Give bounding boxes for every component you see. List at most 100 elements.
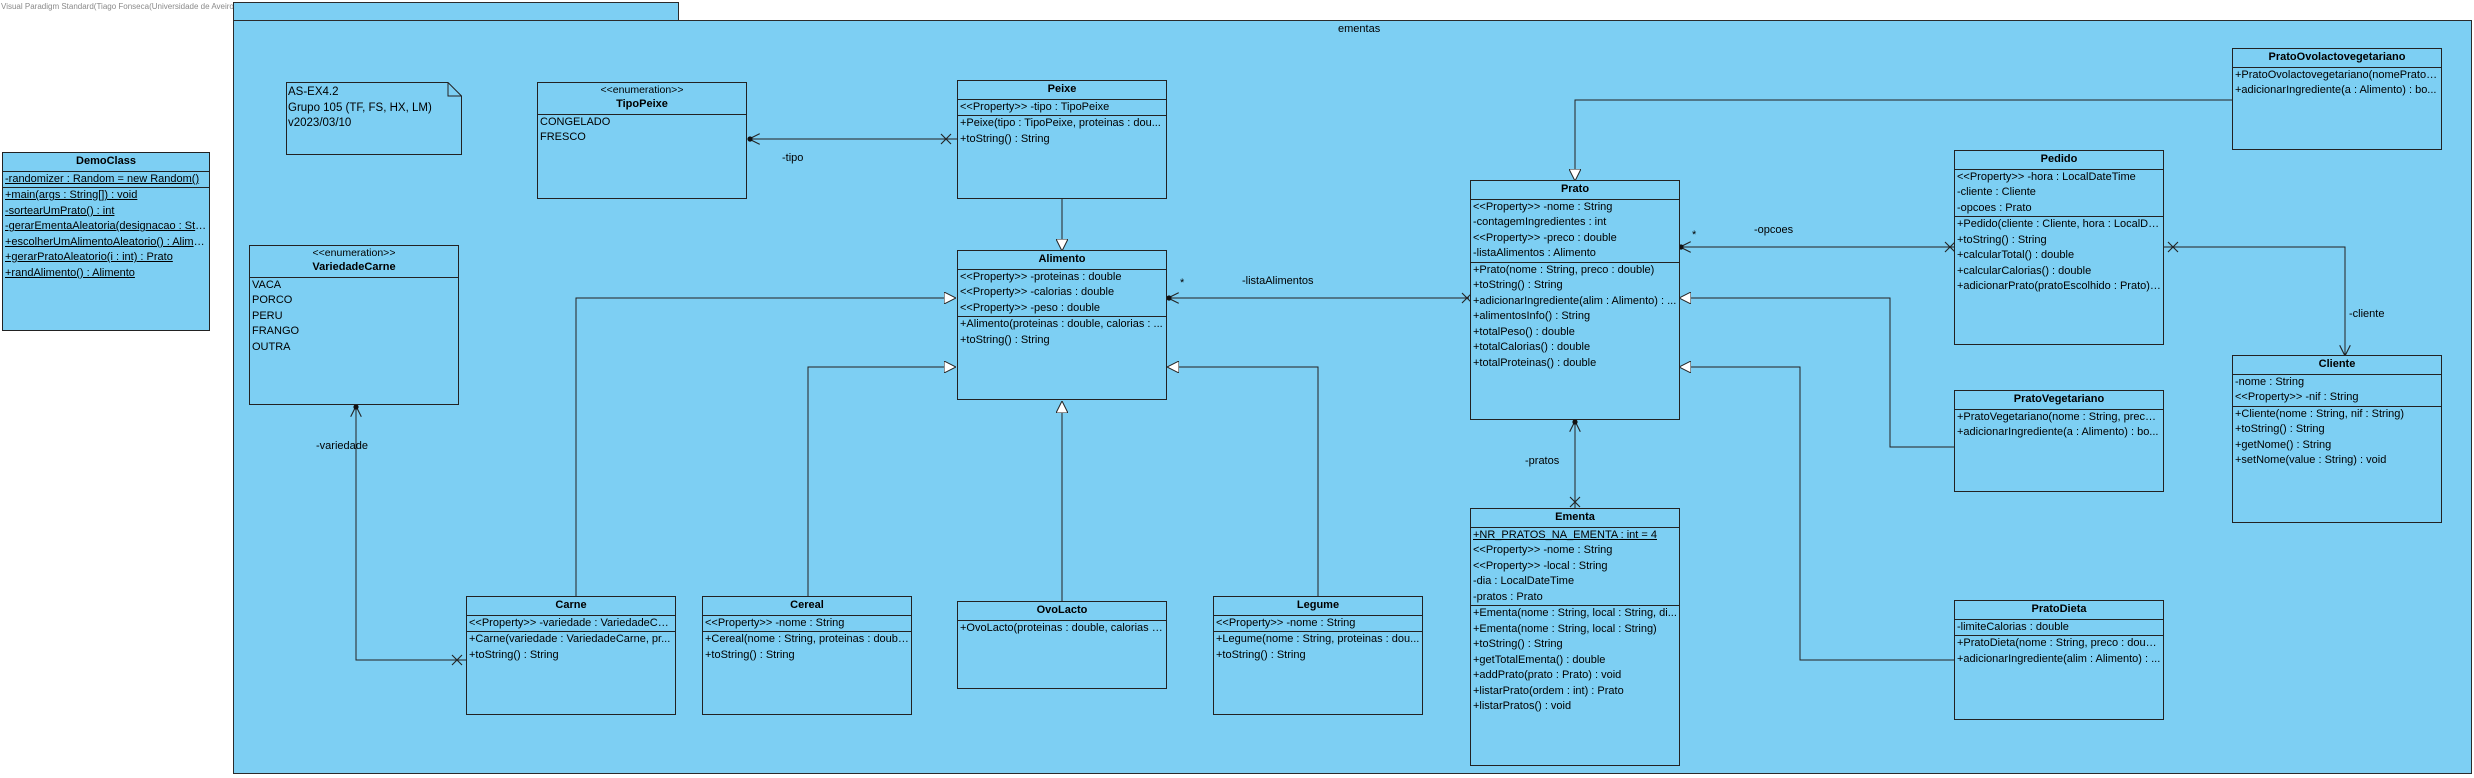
- class-name: Ementa: [1555, 511, 1595, 523]
- class-header: PratoOvolactovegetariano: [2233, 49, 2441, 68]
- operations-compartment: +Alimento(proteinas : double, calorias :…: [958, 316, 1166, 348]
- attributes-compartment: -limiteCalorias : double: [1955, 620, 2163, 636]
- attribute: <<Property>> -proteinas : double: [960, 270, 1122, 283]
- attributes-compartment: <<Property>> -variedade : VariedadeCa...: [467, 616, 675, 632]
- attribute: +NR_PRATOS_NA_EMENTA : int = 4: [1473, 528, 1658, 541]
- class-pratodieta[interactable]: PratoDieta -limiteCalorias : double +Pra…: [1954, 600, 2164, 720]
- class-header: Ementa: [1471, 509, 1679, 528]
- package-name: ementas: [1338, 23, 1381, 35]
- attribute: -limiteCalorias : double: [1957, 620, 2069, 633]
- class-header: Legume: [1214, 597, 1422, 616]
- enum-literal: CONGELADO: [540, 115, 611, 128]
- gen-vegetariano-prato: [1680, 298, 1954, 448]
- class-democlass[interactable]: DemoClass -randomizer : Random = new Ran…: [2, 152, 210, 331]
- class-name: OvoLacto: [1036, 604, 1088, 616]
- class-name: Peixe: [1047, 83, 1077, 95]
- operation: +randAlimento() : Alimento: [5, 266, 135, 279]
- label-lista-alimentos: -listaAlimentos: [1242, 275, 1314, 287]
- attributes-compartment: -randomizer : Random = new Random(): [3, 172, 209, 188]
- operation: +Alimento(proteinas : double, calorias :…: [960, 318, 1163, 330]
- attribute: <<Property>> -hora : LocalDateTime: [1957, 170, 2136, 183]
- class-header: DemoClass: [3, 153, 209, 172]
- enum-tipopeixe[interactable]: <<enumeration>> TipoPeixe CONGELADO FRES…: [537, 82, 747, 199]
- attributes-compartment: +NR_PRATOS_NA_EMENTA : int = 4 <<Propert…: [1471, 528, 1679, 606]
- class-prato[interactable]: Prato <<Property>> -nome : String -conta…: [1470, 180, 1680, 420]
- class-legume[interactable]: Legume <<Property>> -nome : String +Legu…: [1213, 596, 1423, 715]
- operation: +totalCalorias() : double: [1473, 341, 1591, 353]
- attribute: <<Property>> -nome : String: [1473, 200, 1613, 213]
- operations-compartment: +main(args : String[]) : void -sortearUm…: [3, 187, 209, 281]
- attributes-compartment: <<Property>> -nome : String: [703, 616, 911, 632]
- package-tab: [233, 2, 679, 20]
- operation: +escolherUmAlimentoAleatorio() : Alime..…: [5, 235, 207, 248]
- operation: -sortearUmPrato() : int: [5, 204, 115, 217]
- class-name: Cliente: [2318, 358, 2356, 370]
- gen-cereal-alimento: [807, 367, 955, 596]
- attributes-compartment: <<Property>> -hora : LocalDateTime -clie…: [1955, 170, 2163, 217]
- class-peixe[interactable]: Peixe <<Property>> -tipo : TipoPeixe +Pe…: [957, 80, 1167, 199]
- attribute: <<Property>> -peso : double: [960, 301, 1101, 314]
- class-cereal[interactable]: Cereal <<Property>> -nome : String +Cere…: [702, 596, 912, 715]
- class-header: Prato: [1471, 181, 1679, 200]
- operation: +getTotalEmenta() : double: [1473, 653, 1606, 666]
- class-pratoovolactovegetariano[interactable]: PratoOvolactovegetariano +PratoOvolactov…: [2232, 48, 2442, 150]
- operation: +listarPrato(ordem : int) : Prato: [1473, 684, 1624, 697]
- attribute: <<Property>> -nif : String: [2235, 391, 2359, 403]
- class-name: Legume: [1296, 599, 1340, 611]
- operations-compartment: +Cliente(nome : String, nif : String) +t…: [2233, 405, 2441, 469]
- operation: +addPrato(prato : Prato) : void: [1473, 669, 1622, 681]
- class-header: OvoLacto: [958, 602, 1166, 621]
- operation: +OvoLacto(proteinas : double, calorias :…: [960, 621, 1164, 634]
- operations-compartment: +Peixe(tipo : TipoPeixe, proteinas : dou…: [958, 115, 1166, 147]
- operation: +getNome() : String: [2235, 438, 2332, 451]
- attributes-compartment: <<Property>> -nome : String -contagemIng…: [1471, 200, 1679, 262]
- class-pedido[interactable]: Pedido <<Property>> -hora : LocalDateTim…: [1954, 150, 2164, 345]
- operation: +Ementa(nome : String, local : String): [1473, 622, 1657, 635]
- operations-compartment: +Legume(nome : String, proteinas : dou..…: [1214, 631, 1422, 663]
- class-ovolacto[interactable]: OvoLacto +OvoLacto(proteinas : double, c…: [957, 601, 1167, 689]
- navx-pedido: [1944, 241, 1956, 253]
- composite-dot-tipopeixe: [747, 136, 753, 142]
- operation: +Cereal(nome : String, proteinas : doubl…: [705, 633, 909, 645]
- attribute: -randomizer : Random = new Random(): [5, 172, 200, 185]
- attributes-compartment: <<Property>> -nome : String: [1214, 616, 1422, 632]
- navx-carne: [451, 654, 463, 666]
- gen-carne-alimento: [575, 298, 955, 596]
- attribute: <<Property>> -nome : String: [1216, 616, 1356, 629]
- class-header: Peixe: [958, 81, 1166, 100]
- stereotype: <<enumeration>>: [600, 84, 684, 96]
- attribute: <<Property>> -tipo : TipoPeixe: [960, 100, 1110, 113]
- operation: +listarPratos() : void: [1473, 700, 1572, 712]
- operation: +toString() : String: [1473, 638, 1563, 650]
- note-shape[interactable]: [286, 82, 462, 155]
- operations-compartment: +PratoOvolactovegetariano(nomePrato :...…: [2233, 68, 2441, 99]
- operation: +alimentosInfo() : String: [1473, 310, 1591, 322]
- operation: +gerarPratoAleatorio(i : int) : Prato: [5, 251, 173, 263]
- class-ementa[interactable]: Ementa +NR_PRATOS_NA_EMENTA : int = 4 <<…: [1470, 508, 1680, 766]
- label-opcoes: -opcoes: [1754, 224, 1794, 236]
- operations-compartment: +Pedido(cliente : Cliente, hora : LocalD…: [1955, 216, 2163, 295]
- attribute: <<Property>> -preco : double: [1473, 231, 1617, 244]
- label-lista-multiplicity: *: [1180, 277, 1185, 289]
- class-name: PratoDieta: [2031, 603, 2087, 615]
- operation: +toString() : String: [1957, 233, 2047, 246]
- operations-compartment: +Carne(variedade : VariedadeCarne, pr...…: [467, 631, 675, 663]
- label-variedade: -variedade: [316, 440, 368, 452]
- class-name: PratoVegetariano: [2013, 393, 2105, 405]
- gen-dieta-prato: [1680, 367, 1954, 661]
- operation: +calcularCalorias() : double: [1957, 264, 2092, 277]
- operation: +Legume(nome : String, proteinas : dou..…: [1216, 633, 1420, 645]
- class-alimento[interactable]: Alimento <<Property>> -proteinas : doubl…: [957, 250, 1167, 400]
- attribute: <<Property>> -nome : String: [705, 616, 845, 629]
- note-line: Grupo 105 (TF, FS, HX, LM): [288, 101, 432, 114]
- class-pratovegetariano[interactable]: PratoVegetariano +PratoVegetariano(nome …: [1954, 390, 2164, 492]
- class-cliente[interactable]: Cliente -nome : String <<Property>> -nif…: [2232, 355, 2442, 523]
- attribute: <<Property>> -calorias : double: [960, 286, 1115, 298]
- class-carne[interactable]: Carne <<Property>> -variedade : Variedad…: [466, 596, 676, 715]
- assoc-carne-variedade: [356, 407, 466, 661]
- enum-variedadecarne[interactable]: <<enumeration>> VariedadeCarne VACA PORC…: [249, 245, 459, 405]
- attributes-compartment: <<Property>> -proteinas : double <<Prope…: [958, 270, 1166, 317]
- operation: +toString() : String: [2235, 423, 2325, 435]
- operation: +toString() : String: [960, 333, 1050, 346]
